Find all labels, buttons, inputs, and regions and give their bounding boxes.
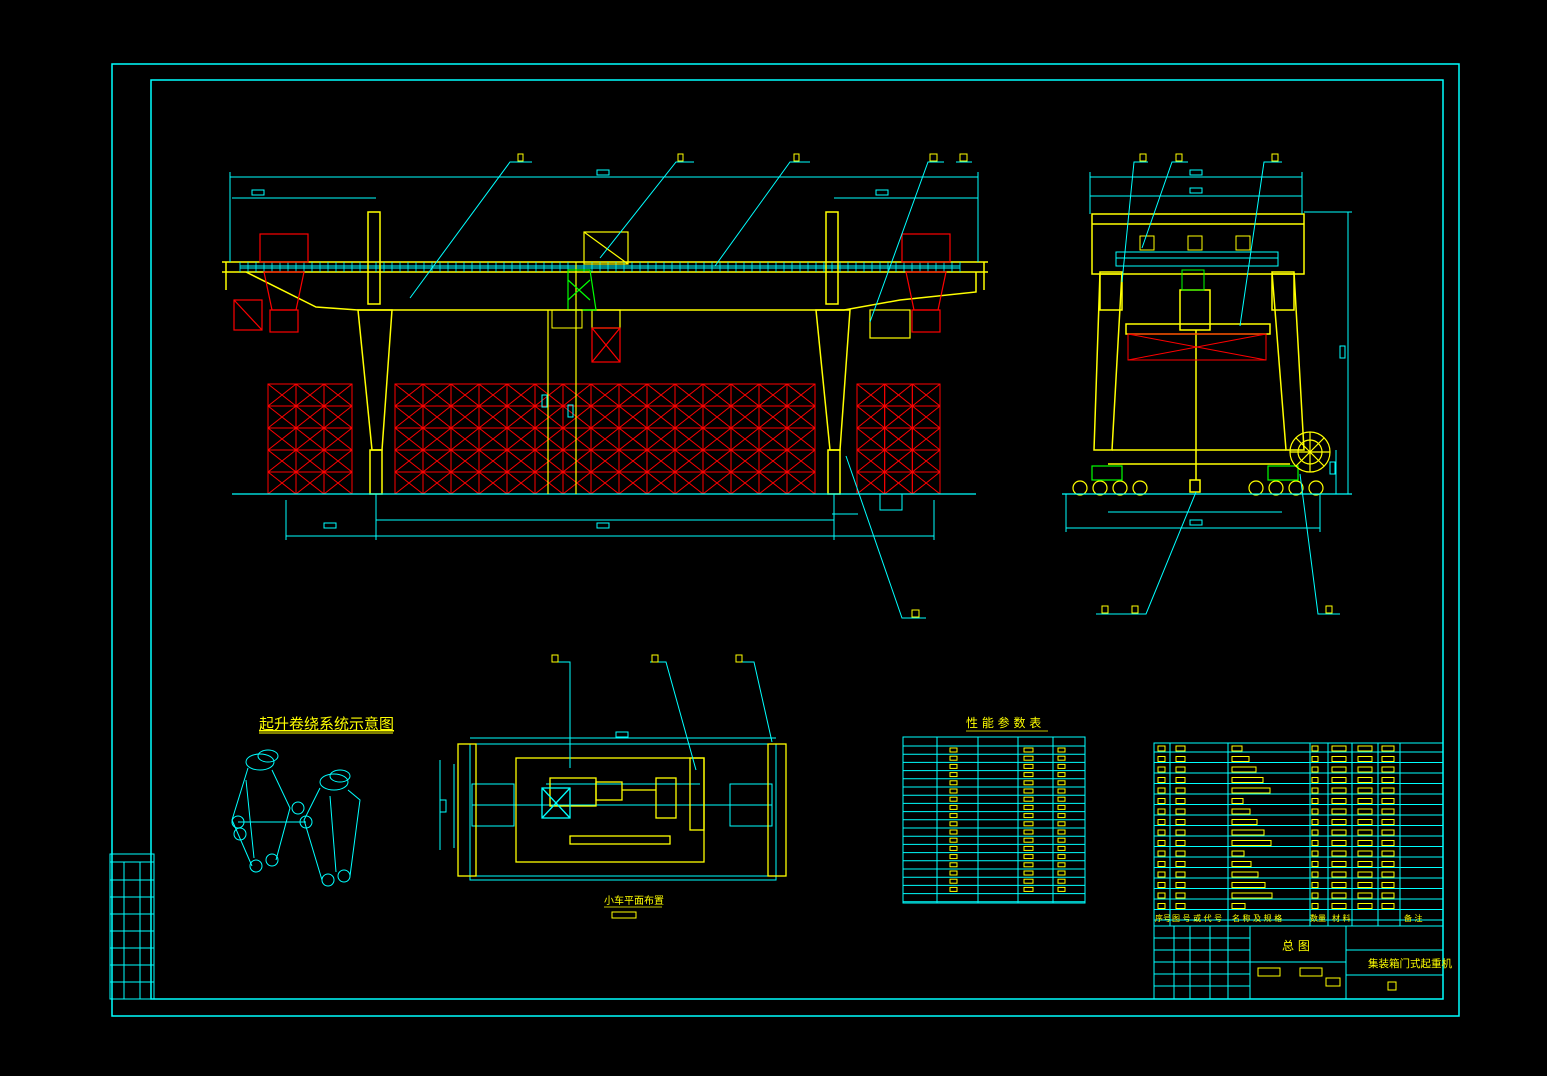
- side-container: [1127, 333, 1267, 361]
- product-name: 集装箱门式起重机: [1368, 957, 1452, 970]
- main-girder: [222, 261, 988, 311]
- hoist-diagram-title: 起升卷绕系统示意图: [259, 715, 394, 733]
- bill-of-materials-table: [1153, 742, 1444, 927]
- center-trolley-icon: [547, 231, 629, 494]
- bom-header-cell: 备 注: [1404, 913, 1423, 923]
- front-leader-lines: [409, 161, 972, 619]
- parked-trolley-right: [869, 233, 951, 339]
- trolley-plan-title: 小车平面布置: [604, 894, 664, 907]
- sheet-frame: [111, 63, 1460, 1017]
- bom-header-cell: 材 料: [1332, 913, 1351, 923]
- bom-header-cell: 图 号 或 代 号: [1172, 913, 1222, 923]
- side-bogies: [1072, 465, 1324, 496]
- hoist-reeving-schematic-icon: [231, 749, 361, 887]
- gantry-crane-front-elevation-icon: [222, 153, 988, 619]
- parked-trolley-left: [233, 233, 309, 333]
- front-dimension-lines: [229, 169, 979, 540]
- bom-header-cell: 名 称 及 规 格: [1232, 913, 1282, 923]
- cable-reel-icon: [1289, 431, 1331, 473]
- title-block: [1153, 925, 1444, 1000]
- drawing-name: 总 图: [1282, 939, 1310, 953]
- binding-margin-table: [109, 853, 155, 1000]
- container-stacks: [267, 383, 941, 495]
- performance-parameter-table: [902, 736, 1086, 904]
- performance-table-title: 性 能 参 数 表: [966, 715, 1041, 730]
- bom-header-cell: 数量: [1310, 913, 1326, 923]
- trolley-cab: [567, 269, 597, 311]
- bom-header-cell: 序号: [1155, 913, 1171, 923]
- trolley-plan-layout-icon: [439, 654, 787, 919]
- cab-box: [551, 309, 583, 329]
- gantry-crane-side-elevation-icon: [1062, 153, 1352, 615]
- gantry-legs: [357, 211, 851, 495]
- bom-header-row: 序号图 号 或 代 号名 称 及 规 格 数量材 料 备 注: [1155, 913, 1423, 923]
- side-trolley-top: [1115, 235, 1279, 291]
